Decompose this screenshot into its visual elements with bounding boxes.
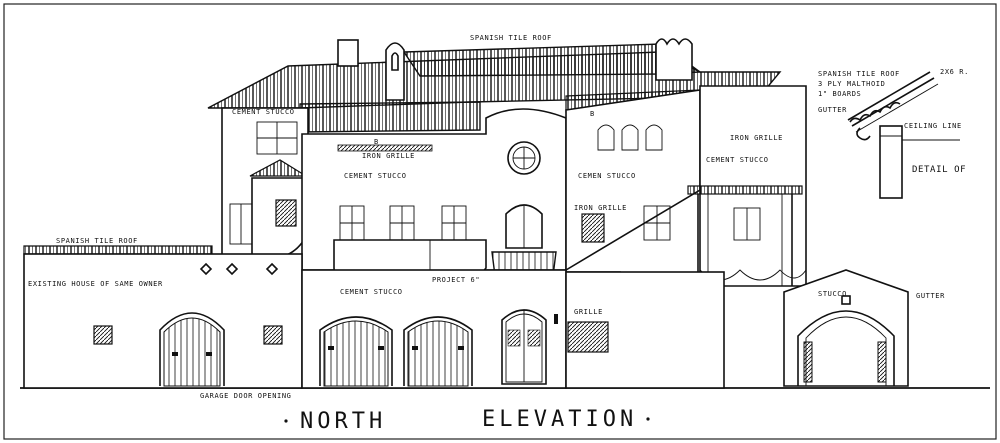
sheet-border [3,3,997,440]
label-project: PROJECT 6" [432,276,480,284]
title-dot-left [284,419,288,423]
label-iron-grille-right: IRON GRILLE [730,134,783,142]
label-detail-rafter: 2X6 R. [940,68,969,76]
left-tower [221,107,309,257]
label-marker-b2: B [590,110,595,118]
label-cemen-stucco-right: CEMEN STUCCO [578,172,636,180]
label-detail-roof: SPANISH TILE ROOF [818,70,900,78]
label-detail-of: DETAIL OF [912,165,966,175]
central-block [301,108,567,291]
label-detail-ceiling: CEILING LINE [904,122,962,130]
label-grille-lower: GRILLE [574,308,603,316]
label-cement-stucco-right2: CEMENT STUCCO [706,156,769,164]
label-detail-boards: 1" BOARDS [818,90,861,98]
chimney-spire-window [391,52,399,71]
label-iron-grille-mid: IRON GRILLE [574,204,627,212]
chimney-right [655,38,693,81]
label-marker-b1: B [374,138,379,146]
chimney-spire [385,42,405,101]
label-spanish-tile-roof-top: SPANISH TILE ROOF [470,34,552,42]
label-existing-house: EXISTING HOUSE OF SAME OWNER [28,280,163,288]
label-cement-stucco-left: CEMENT STUCCO [232,108,295,116]
label-detail-gutter: GUTTER [818,106,847,114]
label-cement-stucco-lower: CEMENT STUCCO [340,288,403,296]
label-iron-grille-b: IRON GRILLE [362,152,415,160]
eave-detail [847,71,960,199]
label-spanish-tile-roof-left: SPANISH TILE ROOF [56,237,138,245]
chimney-left [337,39,359,67]
label-stucco-pavilion: STUCCO [818,290,847,298]
title-dot-right [646,417,650,421]
garage-wall [23,245,725,389]
right-wing [565,85,807,287]
label-cement-stucco-center: CEMENT STUCCO [344,172,407,180]
label-detail-asphalt: 3 PLY MALTHOID [818,80,885,88]
label-gutter-right: GUTTER [916,292,945,300]
right-pavilion [783,269,909,387]
title-part-elevation: ELEVATION [482,407,637,432]
title-part-north: NORTH [300,409,386,434]
label-garage-door: GARAGE DOOR OPENING [200,392,291,400]
